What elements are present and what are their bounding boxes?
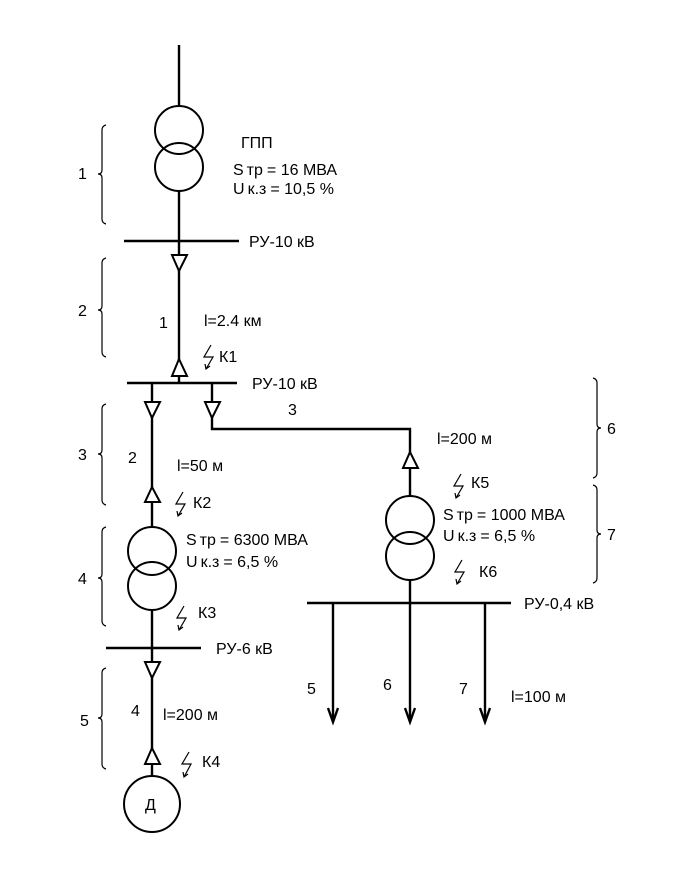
cable-end-down-icon [143, 661, 162, 681]
motor-label: Д [145, 797, 156, 814]
fault-point-k2-label: К2 [193, 495, 211, 512]
feeder-6-number: 6 [383, 677, 392, 694]
section-3-label: 3 [78, 447, 87, 464]
outgoing-feeder-7 [478, 603, 492, 726]
feeder-7-number: 7 [459, 681, 468, 698]
section-brace-4 [97, 526, 107, 627]
line-3-number: 3 [288, 402, 297, 419]
line-2-number: 2 [128, 450, 137, 467]
section-brace-1 [97, 124, 107, 225]
section-brace-2 [97, 257, 107, 358]
section-6-label: 6 [607, 421, 616, 438]
gpp-transformer-icon [154, 105, 204, 192]
line-4-length: l=200 м [163, 707, 218, 724]
cable-end-down-icon [170, 254, 189, 274]
cable-end-up-icon [143, 484, 162, 503]
busbar-ru10-top-label: РУ-10 кВ [249, 234, 315, 251]
busbar-ru04-label: РУ-0,4 кВ [524, 596, 594, 613]
section-brace-7 [592, 484, 602, 584]
fault-point-k1-label: К1 [219, 349, 237, 366]
motor-icon [123, 775, 181, 833]
line-3 [210, 383, 412, 496]
section-5-label: 5 [80, 713, 89, 730]
fault-point-k4-label: К4 [202, 754, 220, 771]
right-transformer-icon [385, 495, 435, 581]
fault-point-k6-label: К6 [479, 564, 497, 581]
outgoing-feeder-5 [326, 603, 340, 726]
section-brace-3 [97, 403, 107, 506]
fault-point-k3-icon [175, 605, 188, 632]
line-4-number: 4 [131, 703, 140, 720]
line-1-number: 1 [159, 315, 168, 332]
feeder-5-number: 5 [307, 681, 316, 698]
fault-point-k5-label: К5 [471, 475, 489, 492]
busbar-ru6-label: РУ-6 кВ [216, 641, 273, 658]
outgoing-feeder-6 [403, 603, 417, 726]
section-brace-6 [592, 377, 602, 479]
left-transformer-icon [127, 526, 177, 611]
section-4-label: 4 [78, 571, 87, 588]
line-1-length: l=2.4 км [204, 313, 262, 330]
line-2-length: l=50 м [177, 458, 223, 475]
fault-point-k3-label: К3 [198, 605, 216, 622]
cable-end-up-icon [143, 745, 162, 765]
section-brace-5 [97, 667, 107, 770]
cable-end-up-icon [401, 449, 420, 469]
fault-point-k2-icon [174, 491, 187, 518]
fault-point-k6-icon [453, 559, 466, 586]
fault-point-k4-icon [180, 751, 193, 779]
section-7-label: 7 [607, 527, 616, 544]
section-1-label: 1 [78, 166, 87, 183]
line-3-length: l=200 м [437, 431, 492, 448]
feeders-length: l=100 м [511, 689, 566, 706]
gpp-label: ГПП [241, 135, 273, 152]
fault-point-k5-icon [452, 473, 465, 500]
fault-point-k1-icon [202, 344, 215, 371]
cable-end-up-icon [170, 356, 189, 377]
cable-end-down-icon [143, 401, 162, 421]
busbar-ru10-mid-label: РУ-10 кВ [252, 376, 318, 393]
cable-end-down-icon [203, 401, 222, 421]
section-2-label: 2 [78, 303, 87, 320]
